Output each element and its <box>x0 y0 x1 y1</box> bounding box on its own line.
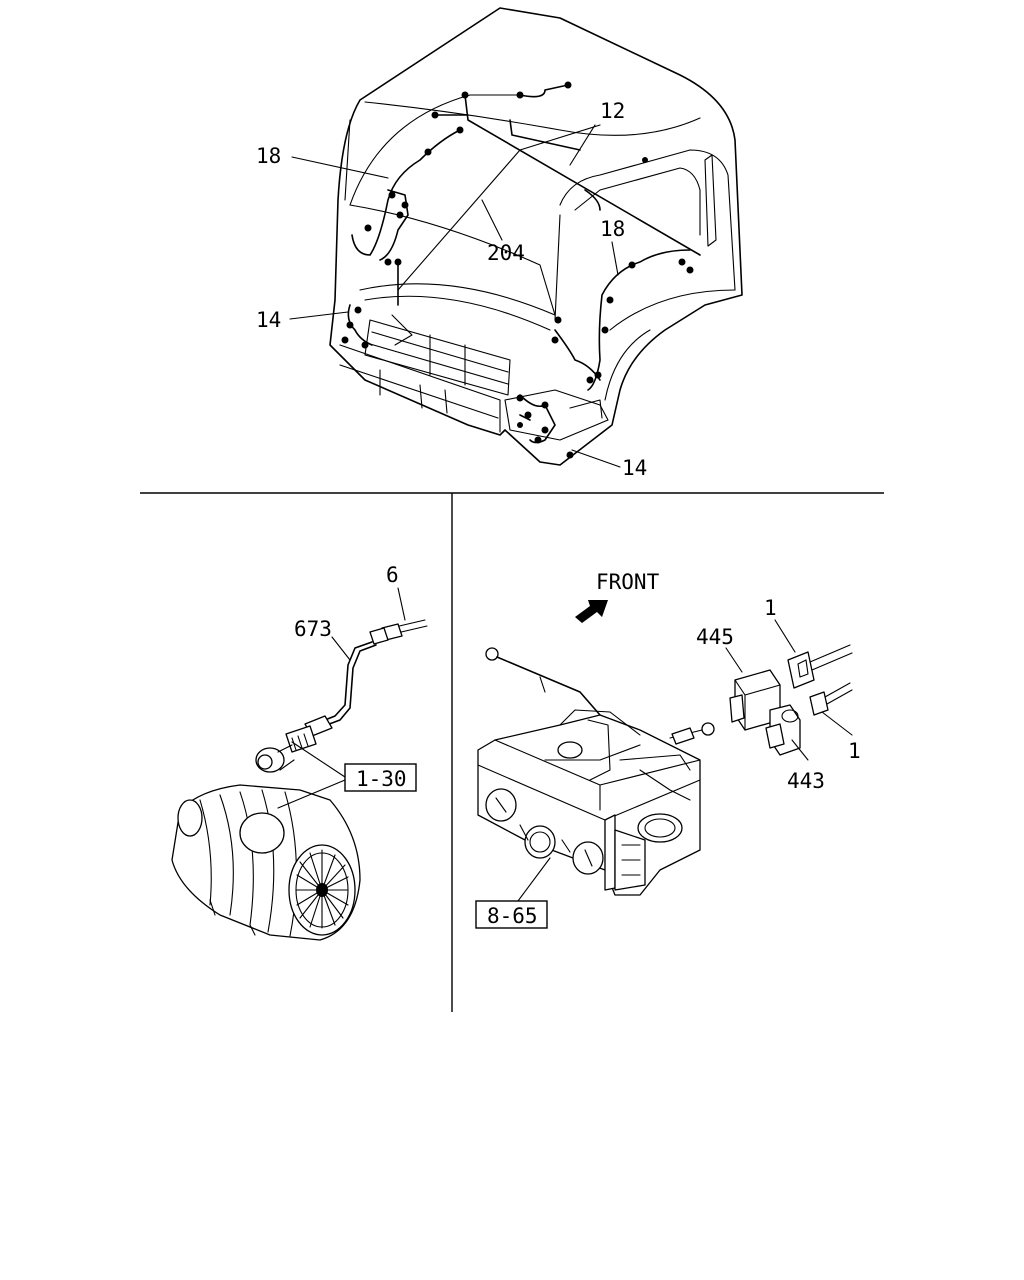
callout-673: 673 <box>294 617 332 641</box>
cab-callout-labels: 18 12 204 18 14 14 <box>256 99 647 480</box>
callout-6: 6 <box>386 563 399 587</box>
callout-1-30: 1-30 <box>356 767 407 791</box>
callout-1-top: 1 <box>764 596 777 620</box>
callout-14-left: 14 <box>256 308 281 332</box>
heater-control-illustration <box>477 600 853 906</box>
callout-1-bottom: 1 <box>848 739 861 763</box>
front-arrow-icon <box>575 600 608 623</box>
front-label: FRONT <box>596 570 660 594</box>
callout-12: 12 <box>600 99 625 123</box>
callout-box-1-30 <box>344 763 417 792</box>
blower-callout-labels: 6 673 1-30 <box>294 563 417 792</box>
callout-14-bottom: 14 <box>622 456 647 480</box>
callout-443: 443 <box>787 769 825 793</box>
callout-204: 204 <box>487 241 525 265</box>
callout-18-left: 18 <box>256 144 281 168</box>
callout-box-8-65 <box>475 900 548 929</box>
callout-18-right: 18 <box>600 217 625 241</box>
truck-cab-illustration <box>289 7 743 468</box>
heater-callout-labels: FRONT 445 1 1 443 8-65 <box>475 570 861 929</box>
callout-8-65: 8-65 <box>487 904 538 928</box>
blower-motor-illustration <box>171 587 428 941</box>
callout-445: 445 <box>696 625 734 649</box>
